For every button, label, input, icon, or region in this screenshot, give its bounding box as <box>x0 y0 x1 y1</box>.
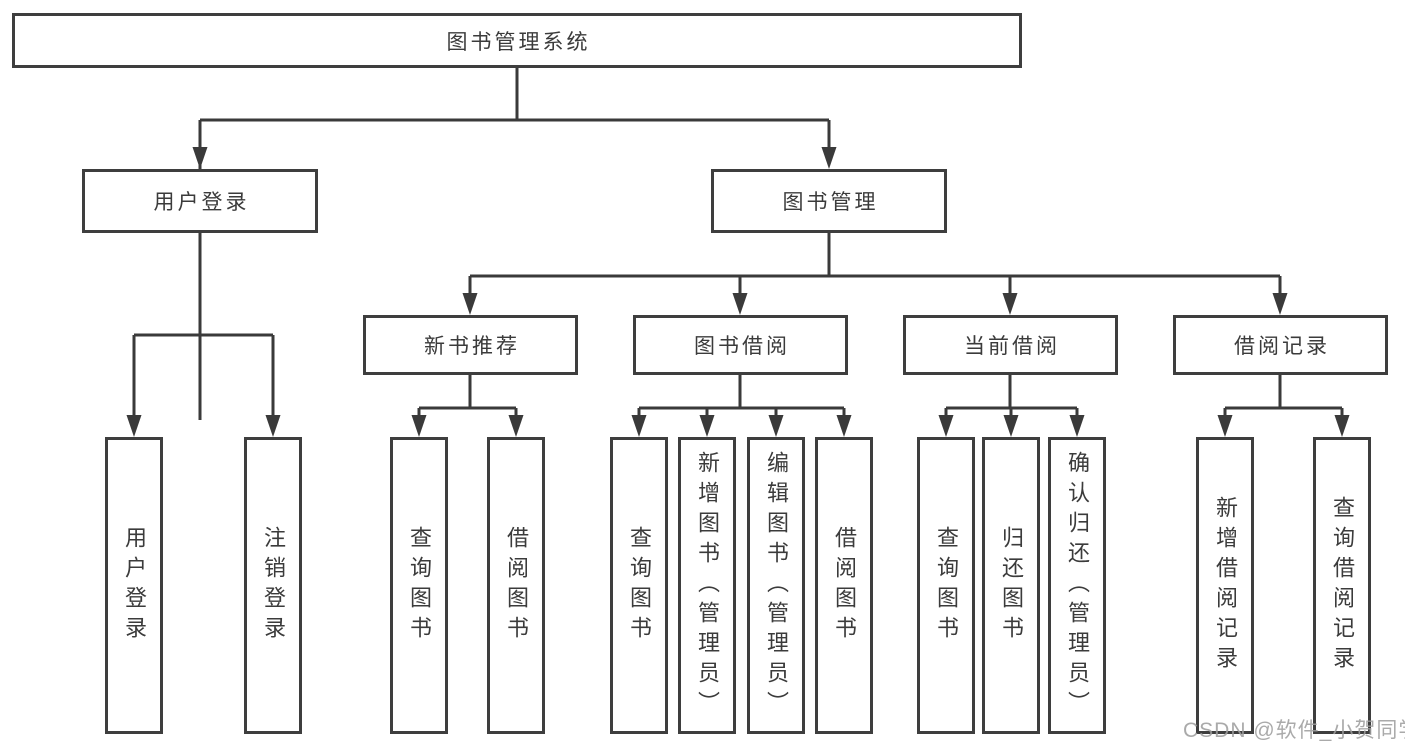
arrow-down-icon <box>1272 293 1288 315</box>
arrow-down-icon <box>631 415 647 437</box>
node-root: 图书管理系统 <box>12 13 1022 68</box>
leaf-user-login-label: 用户登录 <box>122 525 147 646</box>
arrow-down-icon <box>126 415 142 437</box>
node-borrowing-records-label: 借阅记录 <box>1234 335 1330 358</box>
connector-userlogin-to-leaves <box>132 233 275 424</box>
leaf-current-query-books-label: 查询图书 <box>934 525 959 646</box>
leaf-borrow-books: 借阅图书 <box>815 437 873 734</box>
connector-newbook-to-leaves <box>417 375 518 424</box>
arrow-down-icon <box>192 147 208 169</box>
leaf-logout: 注销登录 <box>244 437 302 734</box>
leaf-edit-books-admin: 编辑图书（管理员） <box>747 437 805 734</box>
leaf-borrow-books-label: 借阅图书 <box>832 525 857 646</box>
leaf-newbook-query-books-label: 查询图书 <box>407 525 432 646</box>
leaf-borrow-query-books-label: 查询图书 <box>627 525 652 646</box>
leaf-return-books-label: 归还图书 <box>999 525 1024 646</box>
arrow-down-icon <box>732 293 748 315</box>
node-book-management-label: 图书管理 <box>782 191 879 214</box>
leaf-query-borrow-record-label: 查询借阅记录 <box>1330 495 1355 676</box>
leaf-edit-books-admin-label: 编辑图书（管理员） <box>764 450 789 721</box>
arrow-down-icon <box>699 415 715 437</box>
node-user-login: 用户登录 <box>82 169 318 233</box>
arrow-down-icon <box>1002 293 1018 315</box>
node-book-borrowing-label: 图书借阅 <box>694 335 790 358</box>
leaf-add-borrow-record-label: 新增借阅记录 <box>1213 495 1238 676</box>
leaf-newbook-borrow-books: 借阅图书 <box>487 437 545 734</box>
connector-borrow-to-leaves <box>637 375 846 424</box>
arrow-down-icon <box>411 415 427 437</box>
arrowheads <box>126 147 1350 437</box>
node-book-management: 图书管理 <box>711 169 947 233</box>
arrow-down-icon <box>836 415 852 437</box>
node-new-book-recommend: 新书推荐 <box>363 315 578 375</box>
arrow-down-icon <box>938 415 954 437</box>
node-new-book-recommend-label: 新书推荐 <box>424 335 520 358</box>
leaf-borrow-query-books: 查询图书 <box>610 437 668 734</box>
connector-records-to-leaves <box>1223 375 1344 424</box>
leaf-newbook-query-books: 查询图书 <box>390 437 448 734</box>
node-current-borrowing-label: 当前借阅 <box>964 335 1060 358</box>
arrow-down-icon <box>768 415 784 437</box>
leaf-add-borrow-record: 新增借阅记录 <box>1196 437 1254 734</box>
connector-root-to-level2 <box>198 68 831 420</box>
leaf-query-borrow-record: 查询借阅记录 <box>1313 437 1371 734</box>
leaf-user-login: 用户登录 <box>105 437 163 734</box>
arrow-down-icon <box>1334 415 1350 437</box>
leaf-add-books-admin-label: 新增图书（管理员） <box>695 450 720 721</box>
node-user-login-label: 用户登录 <box>153 191 250 214</box>
arrow-down-icon <box>1003 415 1019 437</box>
leaf-logout-label: 注销登录 <box>261 525 286 646</box>
leaf-add-books-admin: 新增图书（管理员） <box>678 437 736 734</box>
arrow-down-icon <box>265 415 281 437</box>
leaf-confirm-return-admin-label: 确认归还（管理员） <box>1065 450 1090 721</box>
arrow-down-icon <box>462 293 478 315</box>
leaf-newbook-borrow-books-label: 借阅图书 <box>504 525 529 646</box>
csdn-watermark: CSDN @软件_小贺同学 <box>1183 719 1405 742</box>
node-book-borrowing: 图书借阅 <box>633 315 848 375</box>
leaf-return-books: 归还图书 <box>982 437 1040 734</box>
arrow-down-icon <box>821 147 837 169</box>
node-root-label: 图书管理系统 <box>446 30 591 54</box>
node-current-borrowing: 当前借阅 <box>903 315 1118 375</box>
node-borrowing-records: 借阅记录 <box>1173 315 1388 375</box>
arrow-down-icon <box>1069 415 1085 437</box>
connector-bookmgmt-to-level3 <box>468 233 1282 304</box>
leaf-current-query-books: 查询图书 <box>917 437 975 734</box>
arrow-down-icon <box>508 415 524 437</box>
arrow-down-icon <box>1217 415 1233 437</box>
leaf-confirm-return-admin: 确认归还（管理员） <box>1048 437 1106 734</box>
